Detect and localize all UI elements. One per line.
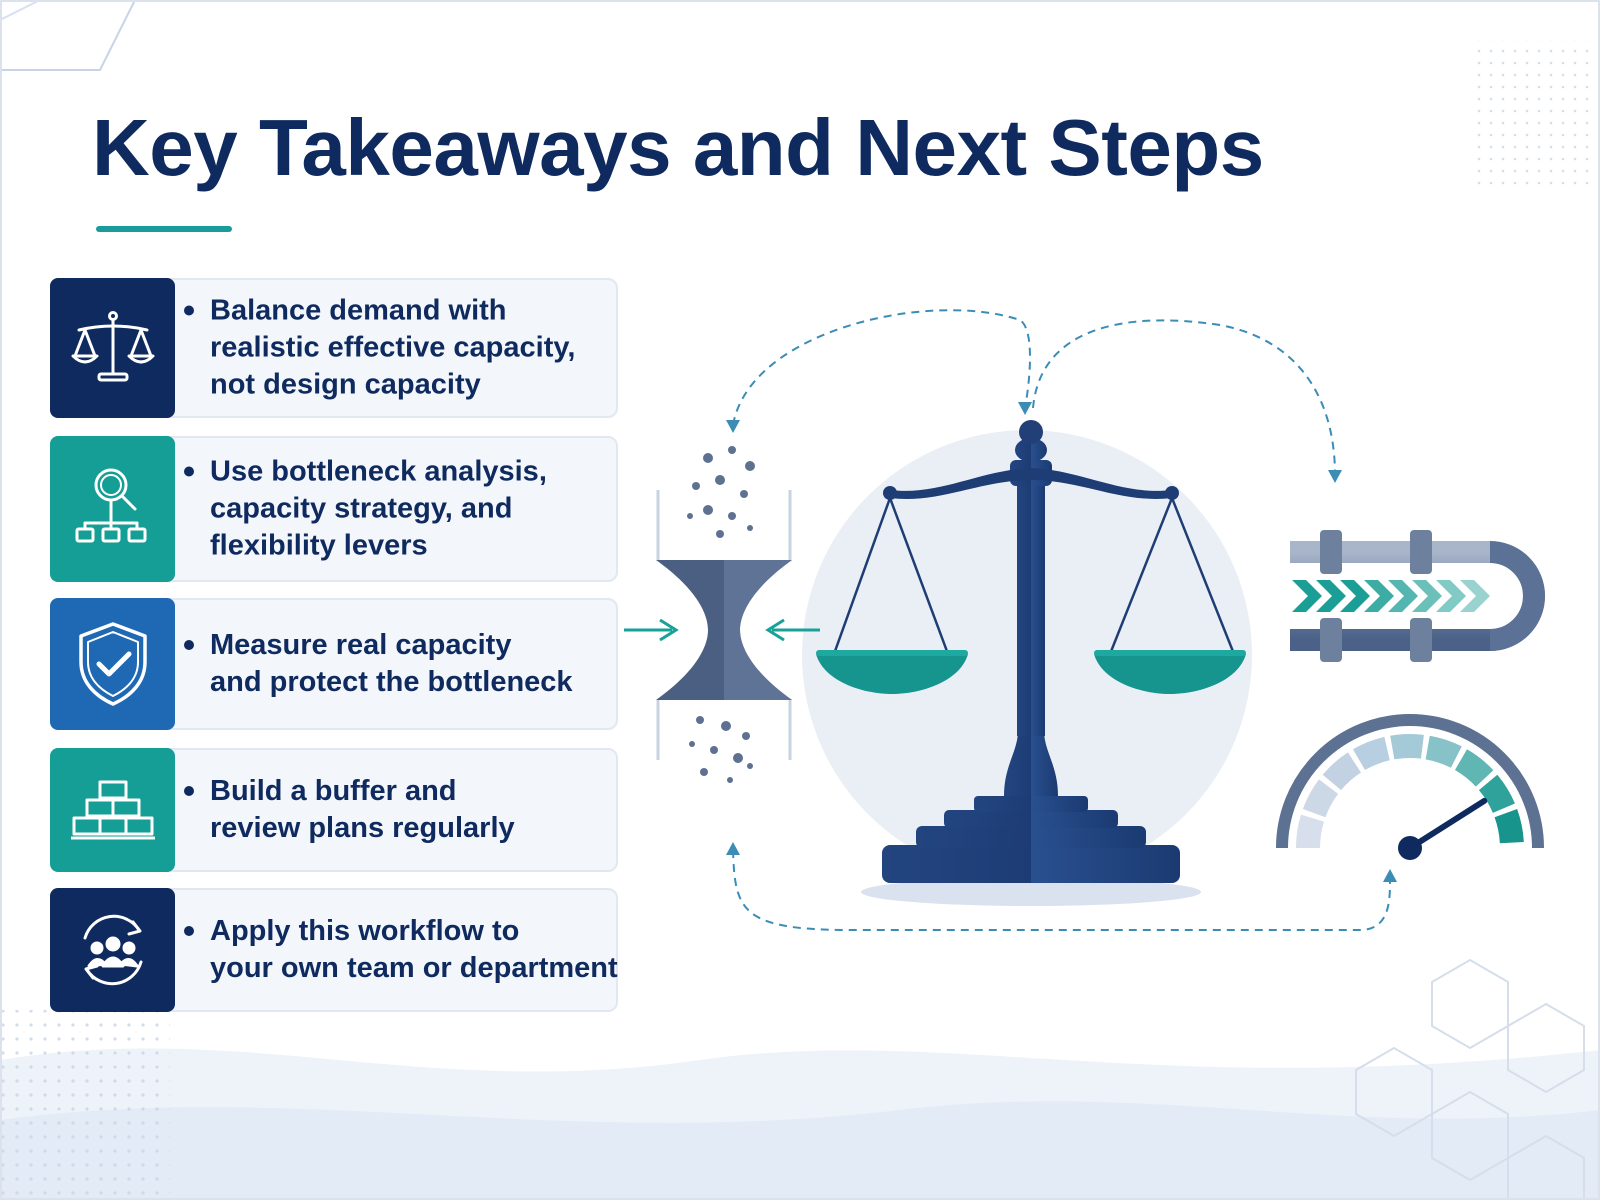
takeaway-card-measure: Measure real capacity and protect the bo… [50,598,618,730]
title-underline [96,226,232,232]
takeaway-text: Measure real capacity and protect the bo… [184,627,606,701]
takeaway-line: flexibility levers [210,529,428,562]
takeaway-tile [50,436,175,582]
takeaway-tile [50,278,175,418]
arrowheads [726,402,1397,882]
hourglass-bottleneck-icon [624,446,820,783]
takeaway-list: Balance demand with realistic effective … [50,0,620,1200]
gauge-segment [1353,736,1390,771]
takeaway-text: Apply this workflow to your own team or … [184,913,618,987]
gauge-segment [1478,774,1515,813]
takeaway-card-bottleneck: Use bottleneck analysis, capacity strate… [50,436,618,582]
gauge-needle [1407,797,1488,851]
balance-scale-icon [71,311,154,382]
page-title: Key Takeaways and Next Steps [92,103,1264,192]
takeaway-tile [50,748,175,872]
takeaway-line: realistic effective capacity, [210,331,576,364]
takeaway-line: Build a buffer and [210,775,457,807]
takeaway-line: Apply this workflow to [210,915,520,947]
gauge-segments [1296,734,1524,848]
magnifier-flowchart-icon [75,468,146,543]
takeaway-card-balance: Balance demand with realistic effective … [50,278,618,418]
takeaway-card-apply: Apply this workflow to your own team or … [50,888,618,1012]
gauge-segment [1322,752,1361,791]
takeaway-tile [50,598,175,730]
takeaway-line: Balance demand with [210,294,507,327]
speedometer-gauge-icon [1276,714,1544,860]
gauge-segment [1455,749,1494,787]
gauge-segment [1296,814,1324,848]
pipeline-icon [1290,530,1545,662]
flow-arrows [732,309,1391,931]
takeaway-card-buffer: Build a buffer and review plans regularl… [50,748,618,872]
takeaway-line: review plans regularly [210,812,515,844]
gauge-segment [1425,735,1462,768]
takeaway-text: Balance demand with realistic effective … [184,293,606,404]
takeaway-line: not design capacity [210,368,481,401]
gauge-segment [1302,779,1339,818]
takeaway-text: Build a buffer and review plans regularl… [184,773,606,847]
stacked-blocks-icon [70,780,155,840]
team-cycle-icon [83,914,142,986]
flow-chevrons [1292,580,1490,612]
takeaway-line: Measure real capacity [210,629,512,661]
takeaway-text: Use bottleneck analysis, capacity strate… [184,454,606,565]
gauge-segment [1494,809,1524,844]
gauge-segment [1390,734,1424,760]
takeaway-line: capacity strategy, and [210,492,513,525]
takeaway-line: and protect the bottleneck [210,666,573,698]
capacity-balance-illustration [624,309,1545,931]
shield-check-icon [78,622,147,706]
balance-scale-illustration [816,420,1246,906]
takeaway-line: your own team or department [210,952,618,984]
takeaway-tile [50,888,175,1012]
takeaway-line: Use bottleneck analysis, [210,455,547,488]
